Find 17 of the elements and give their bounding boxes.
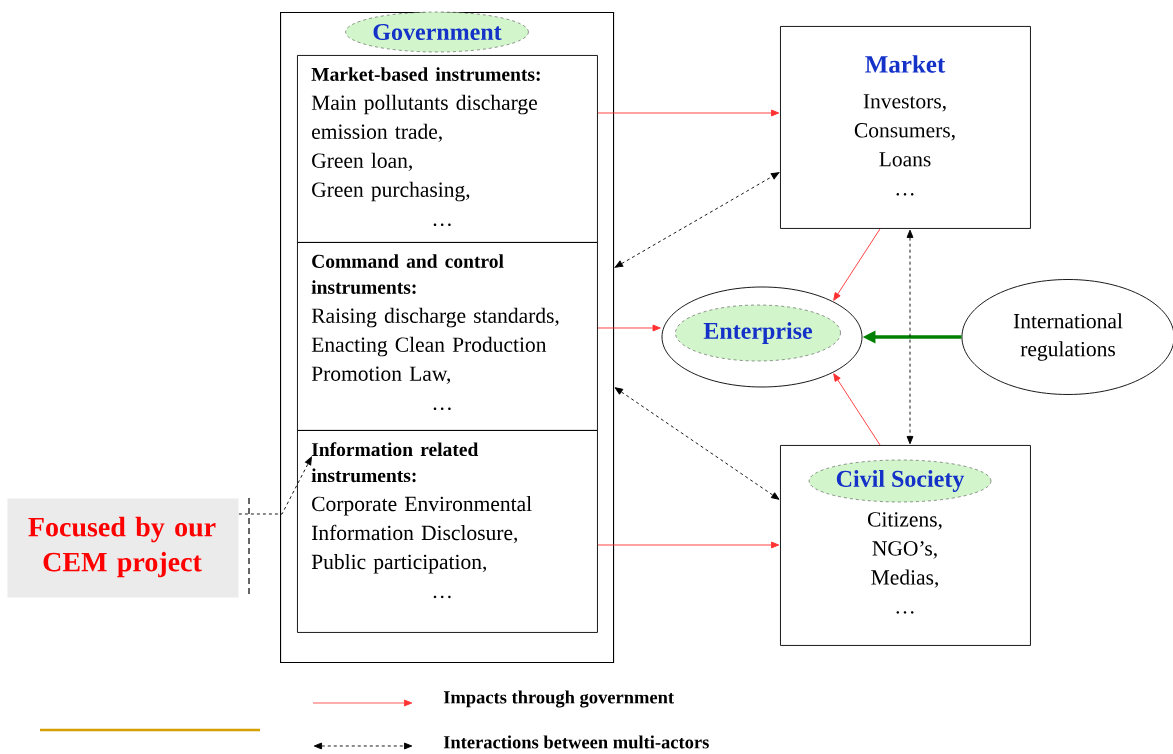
- arrow: [597, 109, 780, 117]
- legend-text: Impacts through government: [443, 690, 674, 708]
- dashed-arrow: [238, 456, 312, 515]
- arrow: [833, 373, 881, 446]
- note-box: Focused by our CEM project: [7, 498, 239, 598]
- instrument-box: Market-based instruments: Main pollutants discharge emission trade, Green loan, Green purchasing, …: [297, 55, 598, 243]
- arrow: [597, 324, 661, 332]
- arrow: [597, 541, 780, 549]
- arrow: [833, 228, 881, 301]
- actor-box: Civil Society Citizens, NGO’s, Medias, …: [780, 445, 1031, 646]
- dashed-arrow: [906, 229, 914, 445]
- instrument-box: Information related instruments: Corporate Environmental Information Disclosure, Public participation, …: [297, 430, 598, 633]
- actor-box: Market Investors, Consumers, Loans …: [780, 26, 1031, 229]
- dashed-arrow: [614, 172, 780, 268]
- legend-text: Interactions between multi-actors: [443, 735, 709, 749]
- dashed-arrow: [614, 387, 780, 500]
- instrument-box: Command and control instruments: Raising discharge standards, Enacting Clean Production Promotion Law, …: [297, 242, 598, 431]
